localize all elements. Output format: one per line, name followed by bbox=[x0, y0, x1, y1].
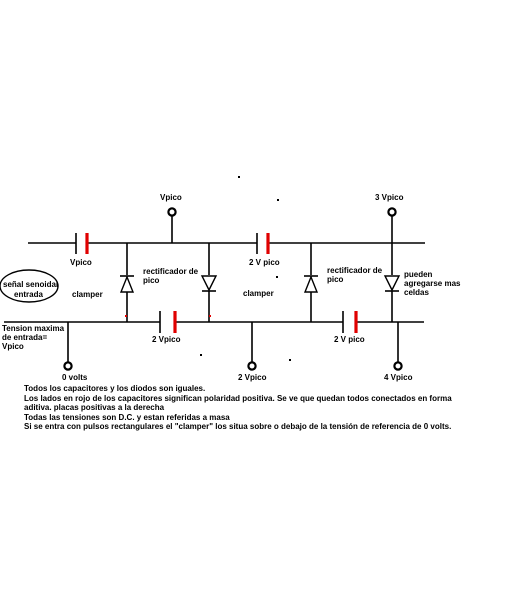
input-signal-label-2: entrada bbox=[14, 290, 43, 299]
note-line: Si se entra con pulsos rectangulares el … bbox=[24, 422, 452, 431]
more-cells-label-1: pueden bbox=[404, 270, 433, 279]
terminal-3vpico bbox=[387, 207, 397, 243]
extra-cell-diode bbox=[383, 243, 401, 322]
rectifier-1-label-2: pico bbox=[143, 276, 160, 285]
clamper-2-label: clamper bbox=[243, 289, 274, 298]
max-input-label-3: Vpico bbox=[2, 342, 24, 351]
terminal-2vpico bbox=[247, 322, 257, 371]
clamper-diode-1 bbox=[119, 243, 135, 322]
terminal-0-volts bbox=[63, 322, 73, 371]
terminal-vpico-top-label: Vpico bbox=[160, 193, 182, 202]
rectifier-2-label-1: rectificador de bbox=[327, 266, 383, 275]
terminal-vpico-top bbox=[167, 207, 177, 243]
terminal-0-volts-label: 0 volts bbox=[62, 373, 88, 382]
capacitor-4 bbox=[342, 311, 358, 333]
capacitor-3-label: 2 V pico bbox=[249, 258, 280, 267]
notes-block: Todos los capacitores y los diodos son i… bbox=[24, 384, 524, 432]
rectifier-1-label-1: rectificador de bbox=[143, 267, 199, 276]
note-line: Todas las tensiones son D.C. y estan ref… bbox=[24, 412, 230, 422]
max-input-label-1: Tension maxima bbox=[2, 324, 65, 333]
capacitor-2 bbox=[159, 311, 177, 333]
rectifier-2-label-2: pico bbox=[327, 275, 344, 284]
capacitor-2-label: 2 Vpico bbox=[152, 335, 181, 344]
clamper-diode-2 bbox=[303, 243, 319, 322]
more-cells-label-3: celdas bbox=[404, 288, 429, 297]
capacitor-3 bbox=[256, 233, 270, 254]
capacitor-4-label: 2 V pico bbox=[334, 335, 365, 344]
note-line: Los lados en rojo de los capacitores sig… bbox=[24, 393, 452, 403]
clamper-1-label: clamper bbox=[72, 290, 103, 299]
terminal-4vpico-label: 4 Vpico bbox=[384, 373, 413, 382]
terminal-2vpico-label: 2 Vpico bbox=[238, 373, 267, 382]
capacitor-1 bbox=[75, 233, 89, 254]
capacitor-1-label: Vpico bbox=[70, 258, 92, 267]
max-input-label-2: de entrada= bbox=[2, 333, 47, 342]
terminal-4vpico bbox=[393, 322, 403, 371]
input-signal-label-1: señal senoidal bbox=[3, 280, 58, 289]
note-line: Todos los capacitores y los diodos son i… bbox=[24, 384, 206, 393]
more-cells-label-2: agregarse mas bbox=[404, 279, 461, 288]
note-line: aditiva. placas positivas a la derecha bbox=[24, 403, 165, 412]
terminal-3vpico-label: 3 Vpico bbox=[375, 193, 404, 202]
rectifier-diode-1 bbox=[200, 243, 218, 322]
stray-marks bbox=[125, 176, 291, 361]
input-signal-ellipse bbox=[0, 269, 59, 303]
